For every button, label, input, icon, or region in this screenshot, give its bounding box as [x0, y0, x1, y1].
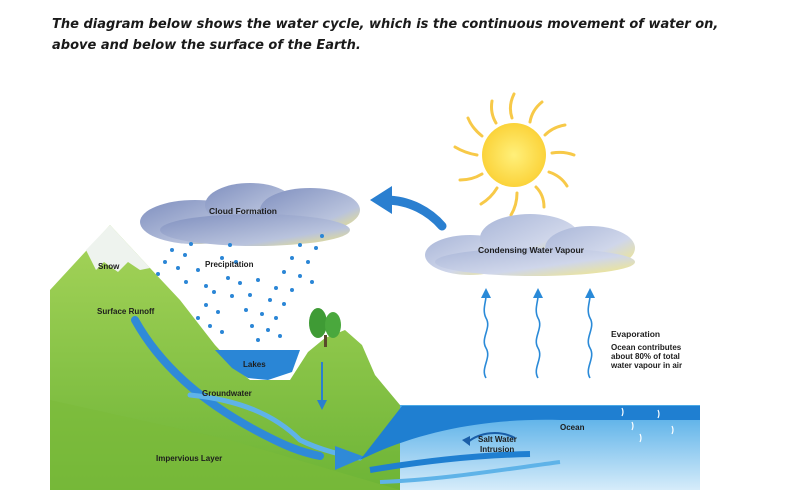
cloud-formation-cloud	[140, 183, 360, 246]
tree-icon	[309, 308, 341, 347]
condensing-vapour-cloud	[425, 214, 635, 276]
salt-water-label-line2: Intrusion	[480, 445, 514, 454]
precipitation-drops	[156, 234, 324, 342]
ocean-label: Ocean	[560, 423, 585, 432]
evaporation-note-line1: Ocean contributes	[611, 343, 682, 352]
lake	[215, 350, 300, 380]
groundwater-label: Groundwater	[202, 389, 252, 398]
snow-label: Snow	[98, 262, 120, 271]
evaporation-note-line3: water vapour in air	[610, 361, 682, 370]
evaporation-arrowheads	[481, 288, 595, 298]
lakes-label: Lakes	[243, 360, 266, 369]
sun-icon	[453, 92, 576, 217]
wave-marks	[621, 407, 674, 443]
vapour-to-cloud-arrow	[380, 195, 447, 231]
vapour-to-cloud-arrowhead	[370, 186, 392, 214]
cloud-formation-label: Cloud Formation	[209, 206, 277, 216]
precipitation-label: Precipitation	[205, 260, 254, 269]
ocean	[360, 405, 700, 490]
salt-water-intrusion-arrow	[467, 432, 516, 443]
impervious-layer-label: Impervious Layer	[156, 454, 222, 463]
surface-runoff-label: Surface Runoff	[97, 307, 155, 316]
evaporation-label: Evaporation	[611, 329, 660, 339]
salt-water-label-line1: Salt Water	[478, 435, 517, 444]
intro-text: The diagram below shows the water cycle,…	[52, 17, 719, 53]
surface-runoff-flow	[131, 316, 324, 460]
condensing-vapour-label: Condensing Water Vapour	[478, 245, 585, 255]
evaporation-note-line2: about 80% of total	[611, 352, 680, 361]
runoff-arrowhead	[335, 446, 365, 470]
evaporation-arrows	[483, 295, 593, 379]
